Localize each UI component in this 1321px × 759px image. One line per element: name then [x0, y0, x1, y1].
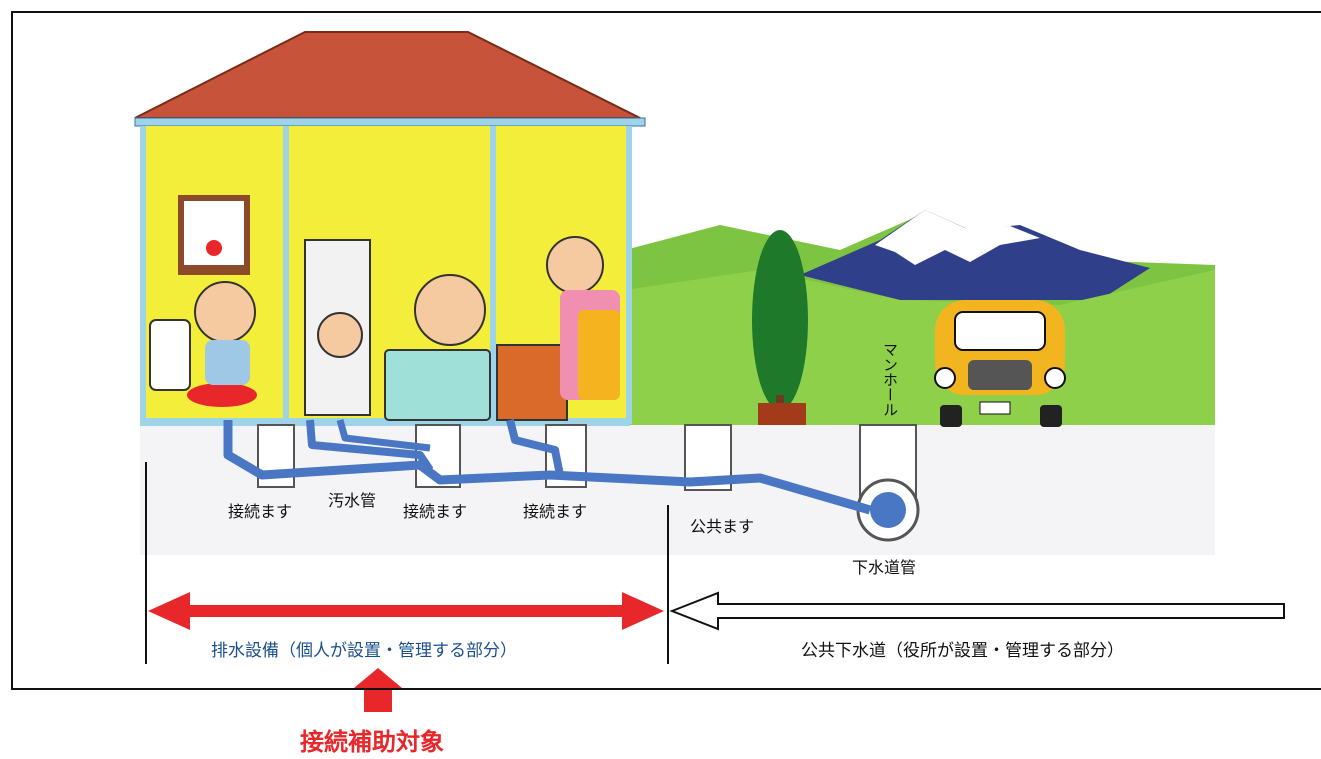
- drainage-system: [223, 419, 920, 542]
- red-arrow-shaft: [180, 605, 632, 617]
- car-grille: [968, 360, 1032, 390]
- public-range-arrow: [669, 591, 1285, 631]
- red-up-arrow: [354, 668, 402, 712]
- window-flower: [206, 240, 222, 256]
- toilet-tank: [149, 319, 191, 391]
- subsidy-target-label: 接続補助対象: [300, 728, 444, 756]
- private-range-arrow: [148, 592, 664, 630]
- child-shower: [317, 312, 363, 358]
- post-1: [140, 126, 146, 424]
- white-arrow: [669, 591, 1285, 631]
- drain-pipe-kitchen: [506, 419, 564, 476]
- sewer-main-label: 下水道管: [852, 558, 917, 577]
- post-2: [283, 126, 289, 424]
- private-section-label: 排水設備（個人が設置・管理する部分）: [211, 641, 517, 661]
- red-arrow-right-head: [622, 592, 664, 630]
- mountain-snow: [875, 210, 1040, 265]
- car-headlight-right: [1044, 367, 1066, 389]
- drain-pipe-bath: [336, 419, 431, 452]
- bathtub: [384, 349, 491, 421]
- public-section-label: 公共下水道（役所が設置・管理する部分）: [801, 641, 1124, 661]
- kitchen-counter: [496, 344, 568, 421]
- toilet-seat: [187, 383, 257, 407]
- connection-box-1-label: 接続ます: [228, 502, 293, 521]
- floor: [140, 418, 630, 426]
- public-box-label: 公共ます: [690, 517, 755, 536]
- drain-pipe-shower: [306, 419, 434, 473]
- connection-box-2-label: 接続ます: [403, 502, 468, 521]
- post-3: [490, 126, 496, 424]
- car-wheel-right: [1040, 405, 1062, 427]
- car-headlight-left: [934, 367, 956, 389]
- manhole-label: マンホール: [881, 342, 899, 417]
- mother-apron: [578, 310, 620, 400]
- tree-trunk: [776, 395, 784, 409]
- red-arrow-left-head: [148, 592, 190, 630]
- car-wheel-left: [940, 405, 962, 427]
- post-4: [626, 126, 632, 424]
- car-plate: [979, 401, 1011, 415]
- subsidy-up-arrow: [354, 668, 402, 712]
- house: [134, 31, 646, 426]
- child-toilet-body: [205, 340, 250, 385]
- car-windshield: [954, 311, 1046, 351]
- tree-planter: [758, 403, 806, 425]
- connection-box-3-label: 接続ます: [523, 502, 588, 521]
- sewage-pipe-label: 汚水管: [328, 491, 377, 510]
- child-bath: [414, 274, 486, 346]
- drain-pipe-main: [223, 420, 872, 515]
- car: [934, 300, 1066, 427]
- sewer-main-water: [870, 492, 906, 528]
- diagram-frame: [11, 11, 1321, 690]
- tree: [752, 230, 808, 425]
- tree-foliage: [752, 230, 808, 410]
